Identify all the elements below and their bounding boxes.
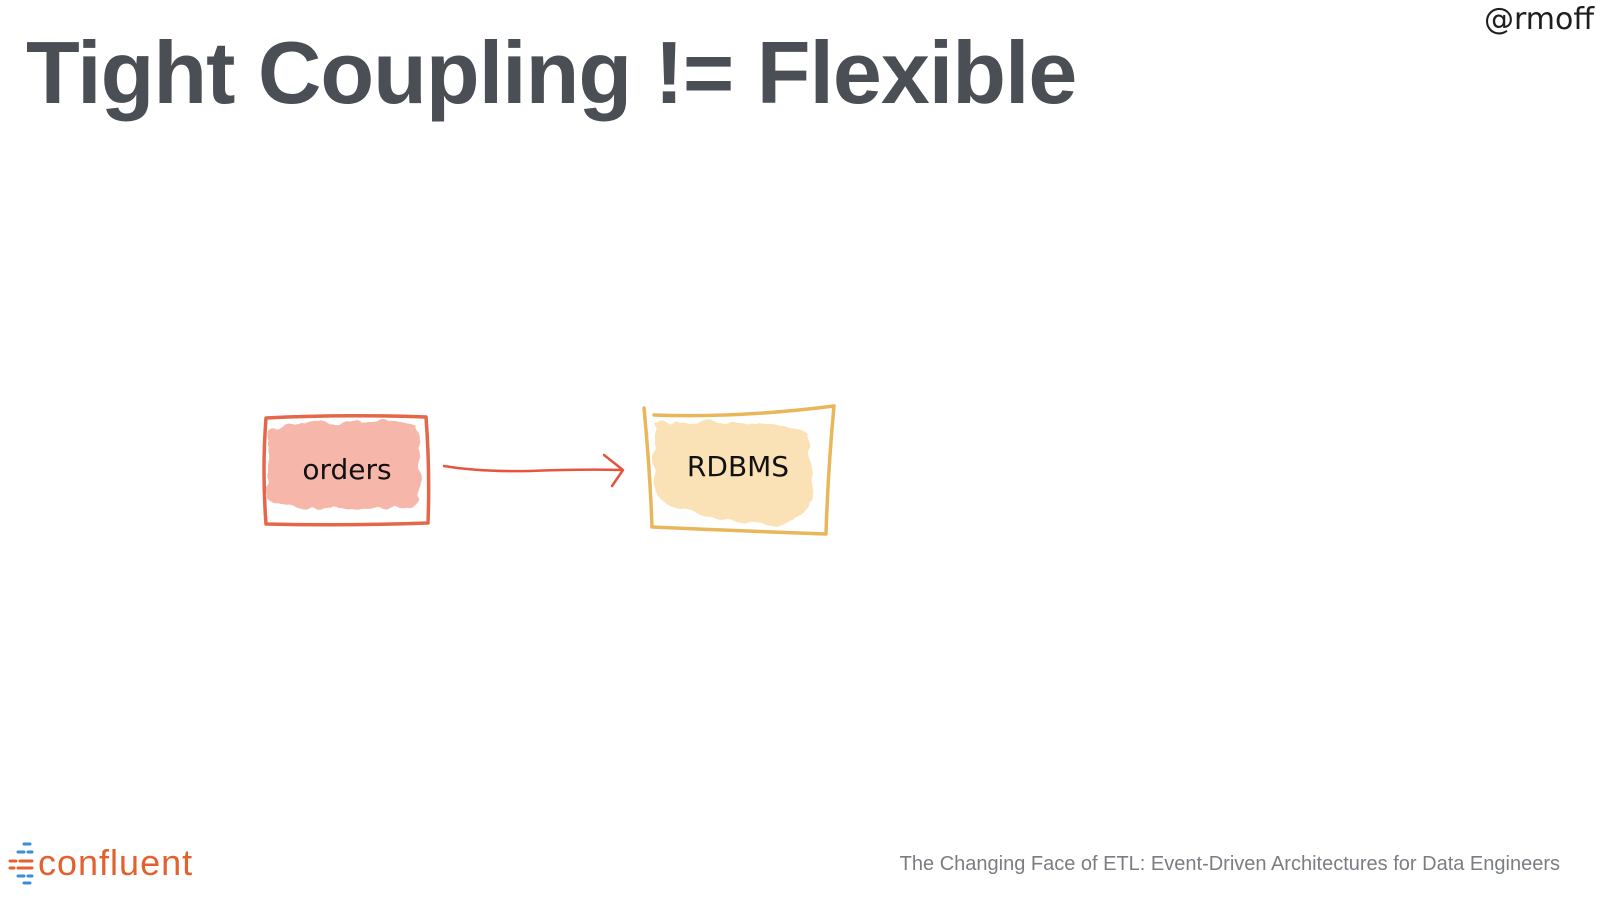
node-orders: orders: [262, 413, 431, 527]
node-rdbms: RDBMS: [642, 404, 836, 536]
twitter-handle: @rmoff: [1483, 2, 1594, 37]
slide-title: Tight Coupling != Flexible: [26, 23, 1077, 122]
arrow-head-icon: [602, 453, 625, 488]
node-orders-border: [262, 413, 431, 527]
confluent-mark-icon: [8, 842, 34, 885]
confluent-wordmark: confluent: [38, 842, 194, 883]
node-rdbms-border: [642, 404, 836, 536]
arrow-line: [442, 464, 624, 473]
edge-orders-rdbms: [442, 453, 625, 488]
node-orders-fill: [268, 419, 420, 509]
footer-talk-title: The Changing Face of ETL: Event-Driven A…: [899, 853, 1560, 875]
node-rdbms-label: RDBMS: [687, 450, 789, 483]
node-rdbms-fill: [655, 421, 812, 525]
node-orders-label: orders: [302, 453, 391, 486]
confluent-logo: confluent: [6, 840, 193, 886]
